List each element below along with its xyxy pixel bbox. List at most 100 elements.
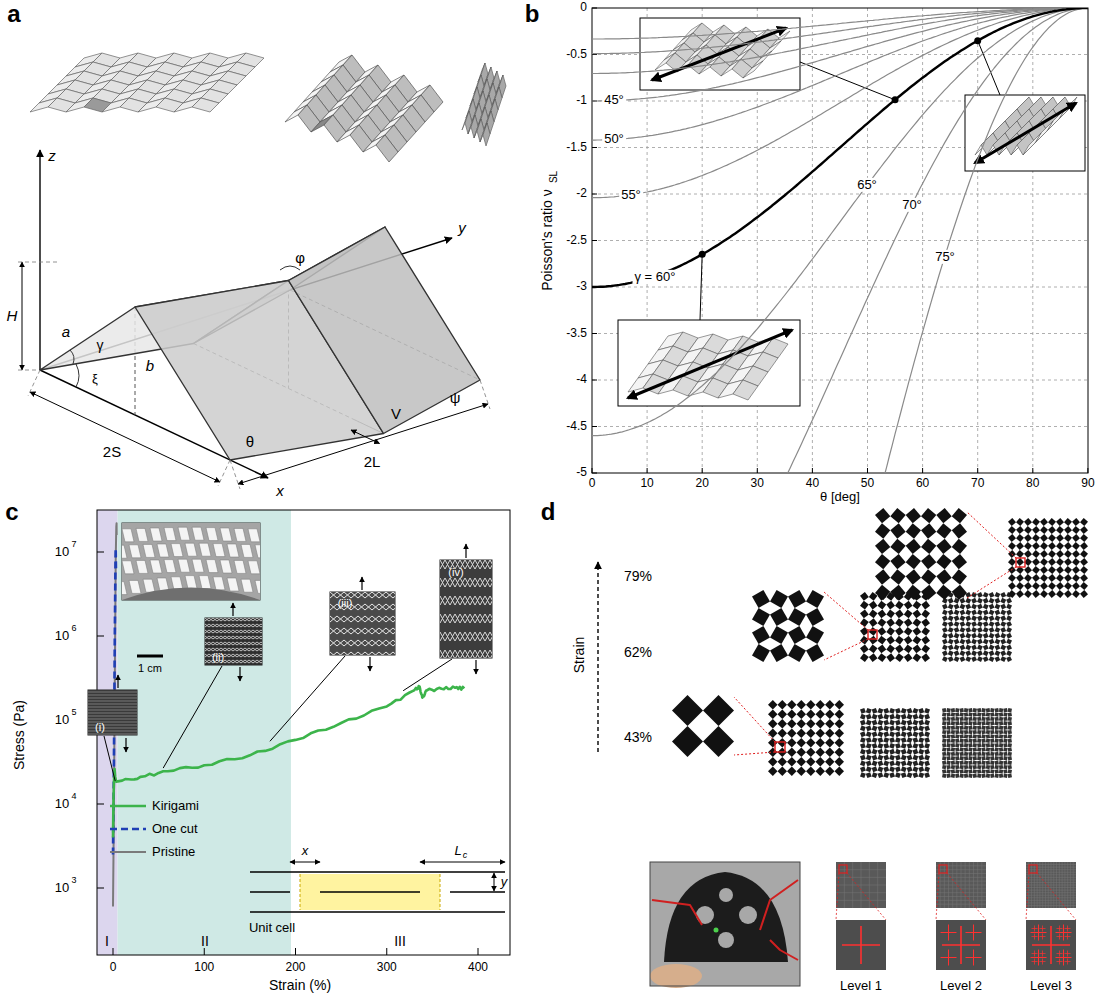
rotating-square — [1008, 743, 1012, 747]
unit-cell-edge — [300, 874, 301, 910]
rotating-square — [921, 539, 936, 554]
curve-label: γ = 60° — [633, 270, 678, 284]
rotating-square — [883, 755, 889, 761]
rotating-square — [948, 621, 954, 627]
rotating-square — [942, 756, 946, 760]
rotating-square — [913, 772, 919, 778]
rotating-square — [1024, 590, 1032, 598]
rotating-square — [1072, 558, 1080, 566]
cut-line — [450, 891, 505, 892]
rotating-square — [995, 747, 999, 751]
rotating-square — [921, 618, 930, 627]
rotating-square — [878, 714, 884, 720]
rotating-square — [768, 767, 778, 777]
rotating-square — [977, 730, 981, 734]
tick — [592, 333, 597, 334]
rotating-square — [901, 731, 907, 737]
rotating-square — [983, 639, 989, 645]
rotating-square — [965, 639, 971, 645]
rotating-square — [1064, 534, 1072, 542]
rotating-square — [990, 769, 994, 773]
rotating-square — [1040, 558, 1048, 566]
rotating-square — [942, 633, 948, 639]
rotating-square — [965, 656, 971, 662]
rotating-square — [806, 590, 824, 608]
mesh-line — [205, 618, 262, 621]
rotating-square — [977, 627, 983, 633]
rotating-square — [964, 717, 968, 721]
tick — [647, 468, 648, 473]
rotating-square — [924, 714, 930, 720]
angle-arc — [76, 364, 79, 387]
rotating-square — [936, 508, 951, 523]
rotating-square — [965, 604, 971, 610]
rotating-square — [942, 717, 946, 721]
rotating-square — [983, 604, 989, 610]
rotating-square — [960, 752, 964, 756]
rotating-square — [1056, 566, 1064, 574]
rotating-square — [986, 708, 990, 712]
tick — [592, 240, 597, 241]
rotating-square — [904, 618, 913, 627]
rotating-square — [955, 708, 959, 712]
kirigami-slat — [213, 544, 225, 557]
cut-grid — [1026, 887, 1076, 888]
miura-facet — [733, 380, 758, 400]
strain-arrow — [975, 103, 1076, 163]
rotating-square — [907, 720, 913, 726]
rotating-square — [787, 719, 797, 729]
rotating-square — [989, 656, 995, 662]
rotating-square — [806, 719, 816, 729]
rotating-square — [860, 761, 866, 767]
rotating-square — [1032, 582, 1040, 590]
rotating-square — [1072, 550, 1080, 558]
rotating-square — [981, 721, 985, 725]
photo-frame — [205, 618, 262, 665]
miura-facet — [477, 119, 484, 142]
rotating-square — [981, 708, 985, 712]
rotating-square — [913, 737, 919, 743]
rotating-square — [968, 739, 972, 743]
rotating-square — [1008, 708, 1012, 712]
cut-pattern — [1067, 934, 1068, 940]
photo-stripe — [88, 707, 137, 708]
mesh-line — [440, 578, 492, 587]
rotating-square — [1056, 534, 1064, 542]
rotating-square — [977, 639, 983, 645]
rotating-square — [995, 726, 999, 730]
mesh-line — [330, 652, 395, 655]
kirigami-slat — [178, 527, 190, 540]
rotating-square — [960, 598, 966, 604]
rotating-square — [889, 726, 895, 732]
rotating-square — [951, 747, 955, 751]
rotating-square — [1008, 774, 1012, 778]
rotating-square — [968, 726, 972, 730]
rotating-square — [1048, 558, 1056, 566]
kirigami-slat — [220, 560, 232, 573]
tick-label: -1.5 — [566, 141, 587, 154]
rotating-square — [960, 621, 966, 627]
rotating-square — [770, 644, 788, 662]
rotating-square — [860, 743, 866, 749]
rotating-square — [872, 737, 878, 743]
dimension-label: V — [391, 406, 401, 423]
rotating-square — [1000, 645, 1006, 651]
rotating-square — [995, 774, 999, 778]
miura-facet — [192, 98, 219, 112]
rotating-square — [1016, 590, 1024, 598]
rotating-square — [1006, 604, 1012, 610]
rotating-square — [955, 717, 959, 721]
inset-label: (iv) — [448, 566, 463, 578]
rotating-square — [986, 769, 990, 773]
tick-label: -4 — [576, 373, 587, 386]
rotating-square — [977, 721, 981, 725]
grid-line — [592, 194, 1088, 195]
rotating-square — [907, 749, 913, 755]
cut-grid — [1070, 862, 1071, 908]
tick-label: -5 — [576, 466, 587, 479]
rotating-square — [1056, 518, 1064, 526]
rotating-square — [995, 712, 999, 716]
rotating-square — [901, 720, 907, 726]
rotating-square — [913, 601, 922, 610]
rotating-square — [977, 769, 981, 773]
